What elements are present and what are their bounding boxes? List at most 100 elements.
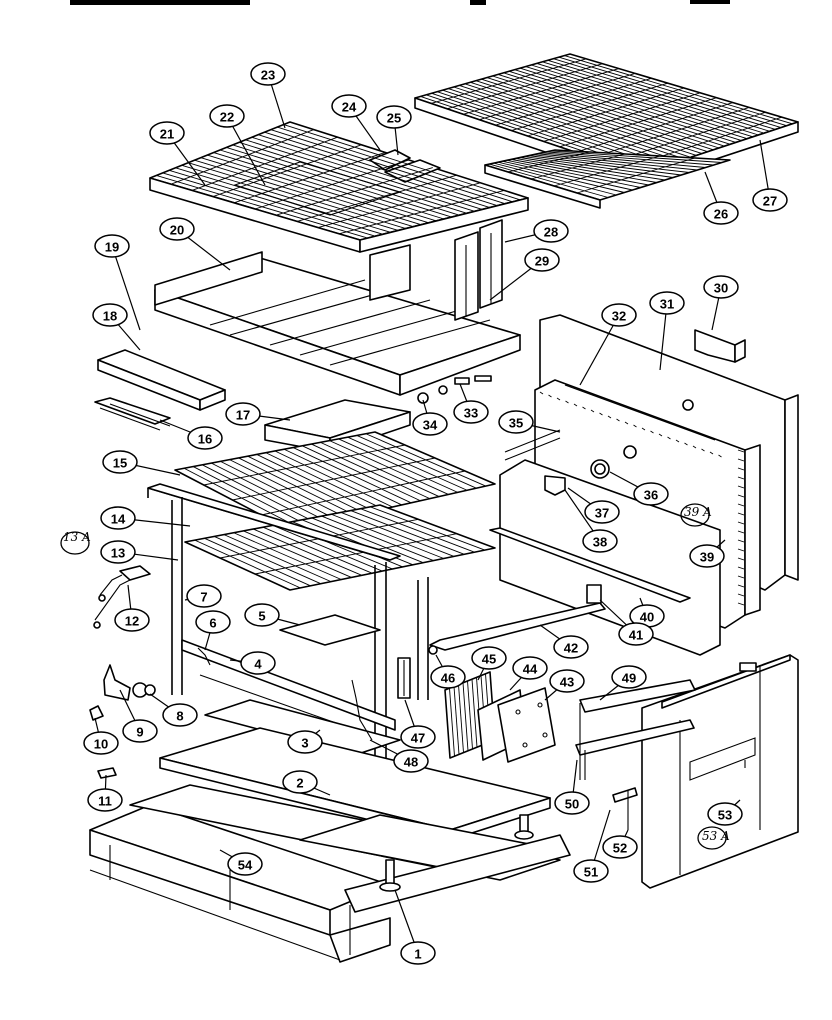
callout-bubble bbox=[703, 201, 739, 225]
callout-37: 37 bbox=[584, 500, 620, 524]
callout-bubble bbox=[498, 410, 534, 434]
callout-label: 35 bbox=[509, 416, 523, 431]
callout-bubble bbox=[611, 665, 647, 689]
callout-bubble bbox=[471, 646, 507, 670]
callout-11: 11 bbox=[87, 788, 123, 812]
callout-label: 31 bbox=[660, 297, 674, 312]
callout-48: 48 bbox=[393, 749, 429, 773]
handwritten-label: 39 A bbox=[684, 505, 712, 519]
handwritten-note-3: 53 A bbox=[697, 826, 730, 850]
callout-label: 23 bbox=[261, 68, 275, 83]
callout-bubble bbox=[187, 426, 223, 450]
callout-bubble bbox=[376, 105, 412, 129]
callout-label: 2 bbox=[296, 776, 303, 791]
handwritten-label: 53 A bbox=[702, 829, 730, 843]
callout-label: 51 bbox=[584, 865, 598, 880]
callout-bubble bbox=[554, 791, 590, 815]
callout-label: 37 bbox=[595, 506, 609, 521]
callout-bubble bbox=[393, 749, 429, 773]
callout-bubble bbox=[512, 656, 548, 680]
callout-label: 43 bbox=[560, 675, 574, 690]
callout-bubble bbox=[573, 859, 609, 883]
handwritten-annotations: 13 A39 A53 A bbox=[60, 503, 730, 850]
callout-6: 6 bbox=[195, 610, 231, 634]
callout-bubble bbox=[400, 941, 436, 965]
callout-36: 36 bbox=[633, 482, 669, 506]
callout-bubble bbox=[225, 402, 261, 426]
callout-label: 22 bbox=[220, 110, 234, 125]
callout-31: 31 bbox=[649, 291, 685, 315]
part-leveling-leg bbox=[379, 814, 534, 892]
callout-bubble bbox=[601, 303, 637, 327]
part-side-channels bbox=[454, 219, 503, 321]
callout-bubble bbox=[649, 291, 685, 315]
callout-26: 26 bbox=[703, 201, 739, 225]
callout-bubble bbox=[533, 219, 569, 243]
callout-28: 28 bbox=[533, 219, 569, 243]
callout-1: 1 bbox=[400, 941, 436, 965]
callout-label: 5 bbox=[258, 609, 265, 624]
callout-bubble bbox=[195, 610, 231, 634]
callout-23: 23 bbox=[250, 62, 286, 86]
callout-bubble bbox=[227, 852, 263, 876]
callout-39: 39 bbox=[689, 544, 725, 568]
callout-34: 34 bbox=[412, 412, 448, 436]
callout-19: 19 bbox=[94, 234, 130, 258]
callout-label: 9 bbox=[136, 725, 143, 740]
callout-bubble bbox=[689, 544, 725, 568]
callout-21: 21 bbox=[149, 121, 185, 145]
part-top-bracket bbox=[694, 329, 746, 363]
callout-label: 46 bbox=[441, 671, 455, 686]
callout-label: 27 bbox=[763, 194, 777, 209]
callout-3: 3 bbox=[287, 730, 323, 754]
callout-bubble bbox=[240, 651, 276, 675]
callout-53: 53 bbox=[707, 802, 743, 826]
callout-bubble bbox=[633, 482, 669, 506]
callout-14: 14 bbox=[100, 506, 136, 530]
callout-29: 29 bbox=[524, 248, 560, 272]
callout-label: 50 bbox=[565, 797, 579, 812]
callout-bubble bbox=[244, 603, 280, 627]
callout-32: 32 bbox=[601, 303, 637, 327]
callout-label: 6 bbox=[209, 616, 216, 631]
callout-label: 20 bbox=[170, 223, 184, 238]
callout-label: 48 bbox=[404, 755, 418, 770]
callout-bubble bbox=[100, 540, 136, 564]
callout-label: 15 bbox=[113, 456, 127, 471]
callout-42: 42 bbox=[553, 635, 589, 659]
handwritten-note-2: 39 A bbox=[680, 503, 712, 527]
callout-46: 46 bbox=[430, 665, 466, 689]
callout-label: 3 bbox=[301, 736, 308, 751]
callout-27: 27 bbox=[752, 188, 788, 212]
callout-bubble bbox=[524, 248, 560, 272]
callout-label: 12 bbox=[125, 614, 139, 629]
callout-label: 19 bbox=[105, 240, 119, 255]
callout-label: 21 bbox=[160, 127, 174, 142]
callout-30: 30 bbox=[703, 275, 739, 299]
callout-20: 20 bbox=[159, 217, 195, 241]
callout-label: 32 bbox=[612, 309, 626, 324]
callout-13: 13 bbox=[100, 540, 136, 564]
part-control-modules bbox=[444, 671, 556, 763]
callout-bubble bbox=[430, 665, 466, 689]
part-base-plate bbox=[159, 727, 551, 841]
callout-label: 28 bbox=[544, 225, 558, 240]
callout-bubble bbox=[602, 835, 638, 859]
callout-label: 44 bbox=[523, 662, 538, 677]
callout-54: 54 bbox=[227, 852, 263, 876]
callout-label: 49 bbox=[622, 671, 636, 686]
callout-label: 47 bbox=[411, 731, 425, 746]
callout-bubble bbox=[752, 188, 788, 212]
callout-10: 10 bbox=[83, 731, 119, 755]
callout-label: 29 bbox=[535, 254, 549, 269]
callout-label: 18 bbox=[103, 309, 117, 324]
callout-47: 47 bbox=[400, 725, 436, 749]
callout-label: 45 bbox=[482, 652, 496, 667]
part-side-panel bbox=[575, 654, 799, 889]
callout-label: 14 bbox=[111, 512, 126, 527]
callout-bubble bbox=[582, 529, 618, 553]
part-front-rail bbox=[97, 349, 226, 411]
callout-bubble bbox=[703, 275, 739, 299]
callout-bubble bbox=[83, 731, 119, 755]
callout-bubble bbox=[707, 802, 743, 826]
